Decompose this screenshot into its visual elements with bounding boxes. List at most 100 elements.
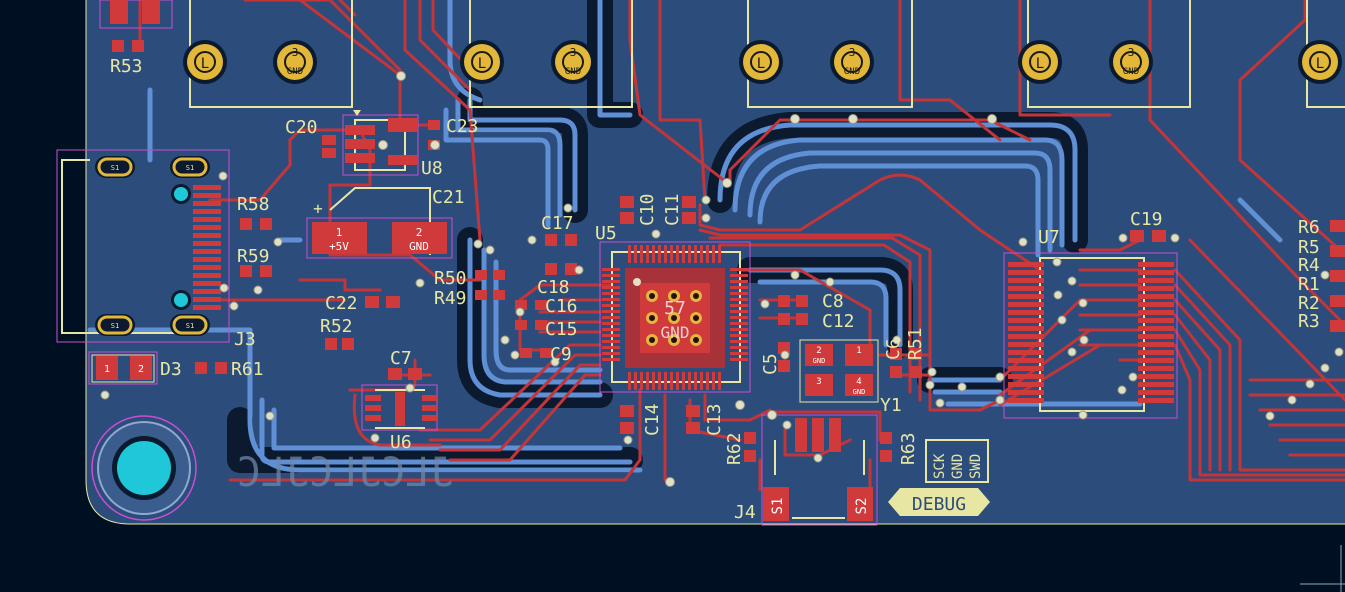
u5-pins-top xyxy=(628,245,721,263)
ref-c18: C18 xyxy=(537,277,570,298)
pin-number: 3 xyxy=(849,46,856,59)
mounting-hole[interactable] xyxy=(91,415,197,521)
reference-designators: R53 C20 C23 U8 C21 R58 R59 C17 C10 C11 U… xyxy=(110,56,1320,523)
usb-shield-label: S1 xyxy=(186,164,194,172)
u7-pins-left xyxy=(1008,262,1044,403)
pad-label: S2 xyxy=(854,498,870,515)
ref-c9: C9 xyxy=(550,344,572,365)
ref-y1: Y1 xyxy=(880,395,902,416)
pad-number: 2 xyxy=(138,364,144,375)
ref-r63: R63 xyxy=(898,432,919,465)
ref-r52: R52 xyxy=(320,316,353,337)
vias xyxy=(100,71,1344,487)
crystal-y1[interactable]: 2 GND 1 3 4 GND xyxy=(799,339,879,403)
ref-u5: U5 xyxy=(595,223,617,244)
ref-c22: C22 xyxy=(325,293,358,314)
ref-c7: C7 xyxy=(390,348,412,369)
ref-c15: C15 xyxy=(545,319,578,340)
terminal-pad-L-5[interactable]: L xyxy=(1298,40,1342,84)
ref-r6: R6 xyxy=(1298,217,1320,238)
pin-label: L xyxy=(757,56,765,72)
ref-c5: C5 xyxy=(760,353,781,375)
ref-c20: C20 xyxy=(285,117,318,138)
ref-c10: C10 xyxy=(637,193,658,226)
back-silkscreen-text: JLCJLCJLC xyxy=(237,450,454,496)
ref-u7: U7 xyxy=(1038,227,1060,248)
ref-u6: U6 xyxy=(390,432,412,453)
ref-d3: D3 xyxy=(160,359,182,380)
ref-c16: C16 xyxy=(545,296,578,317)
ref-c21: C21 xyxy=(432,187,465,208)
debug-connector-j4[interactable]: S1 S2 xyxy=(761,414,878,526)
pad-label: S1 xyxy=(770,498,786,515)
ref-r53: R53 xyxy=(110,56,143,77)
power-input-footprint[interactable]: + 1 +5V 2 GND xyxy=(306,187,453,259)
exposed-pad-net: GND xyxy=(661,323,690,342)
origin-marker xyxy=(1300,545,1345,592)
pin-label: L xyxy=(1036,56,1044,72)
bottom-copper-traces xyxy=(87,0,1283,473)
ref-r49: R49 xyxy=(434,288,467,309)
pin-label: GND xyxy=(1123,67,1139,77)
ref-c19: C19 xyxy=(1130,209,1163,230)
diode-d3[interactable]: 1 2 xyxy=(88,351,158,385)
u5-pins-bottom xyxy=(628,372,721,390)
ref-c12: C12 xyxy=(822,311,855,332)
ref-c17: C17 xyxy=(541,213,574,234)
terminal-pad-3-2[interactable]: 3 GND xyxy=(551,40,595,84)
terminal-pad-L-1[interactable]: L xyxy=(183,40,227,84)
polarity-mark: + xyxy=(313,199,323,218)
pad-number: 2 xyxy=(816,346,821,356)
swd-sck-label: SCK xyxy=(932,453,948,479)
ref-c14: C14 xyxy=(642,403,663,436)
terminal-pad-3-4[interactable]: 3 GND xyxy=(1109,40,1153,84)
ref-c23: C23 xyxy=(446,116,479,137)
ic-u8[interactable] xyxy=(342,110,419,176)
ref-c11: C11 xyxy=(662,193,683,226)
usb-connector-j3[interactable]: S1 S1 S1 S1 xyxy=(56,149,230,343)
ref-c13: C13 xyxy=(704,403,725,436)
pad-net-label: GND xyxy=(853,388,866,396)
ref-r58: R58 xyxy=(237,194,270,215)
swd-gnd-label: GND xyxy=(950,454,966,479)
pad-number: 1 xyxy=(856,346,861,356)
usb-shield-label: S1 xyxy=(186,322,194,330)
terminal-pad-L-2[interactable]: L xyxy=(460,40,504,84)
ic-u6[interactable] xyxy=(361,384,438,431)
pin-number: 3 xyxy=(292,46,299,59)
debug-badge-text: DEBUG xyxy=(912,494,966,515)
pad-net-label: GND xyxy=(813,357,826,365)
pin-label: L xyxy=(201,56,209,72)
ref-r61: R61 xyxy=(231,359,264,380)
ref-r4: R4 xyxy=(1298,255,1320,276)
terminal-pad-3-1[interactable]: 3 GND xyxy=(273,40,317,84)
ref-r1: R1 xyxy=(1298,274,1320,295)
pad-number: 4 xyxy=(856,377,861,387)
passive-footprints[interactable] xyxy=(112,40,1345,462)
pin-label: L xyxy=(478,56,486,72)
ref-j4: J4 xyxy=(734,502,756,523)
ic-u5-mcu[interactable]: 57 GND xyxy=(599,241,751,393)
pin-number: 3 xyxy=(1128,46,1135,59)
swd-swd-label: SWD xyxy=(968,454,984,479)
pad-number: 2 xyxy=(416,226,423,239)
usb-shield-label: S1 xyxy=(111,322,119,330)
ref-r2: R2 xyxy=(1298,293,1320,314)
pin-label: L xyxy=(1316,56,1324,72)
ref-r51: R51 xyxy=(905,327,926,360)
swd-silk-label: SCK GND SWD xyxy=(925,439,989,483)
ref-r5: R5 xyxy=(1298,237,1320,258)
terminal-pad-L-4[interactable]: L xyxy=(1018,40,1062,84)
terminal-pad-3-3[interactable]: 3 GND xyxy=(830,40,874,84)
ref-r50: R50 xyxy=(434,268,467,289)
footprint-top-left[interactable] xyxy=(99,0,173,29)
usb-shield-label: S1 xyxy=(111,164,119,172)
terminal-pad-L-3[interactable]: L xyxy=(739,40,783,84)
ref-c6: C6 xyxy=(883,338,904,360)
u7-pins-right xyxy=(1138,262,1174,403)
pad-number: 1 xyxy=(336,226,343,239)
pin-number: 3 xyxy=(570,46,577,59)
ic-u7[interactable] xyxy=(1003,252,1178,419)
u5-pins-right xyxy=(730,268,748,361)
